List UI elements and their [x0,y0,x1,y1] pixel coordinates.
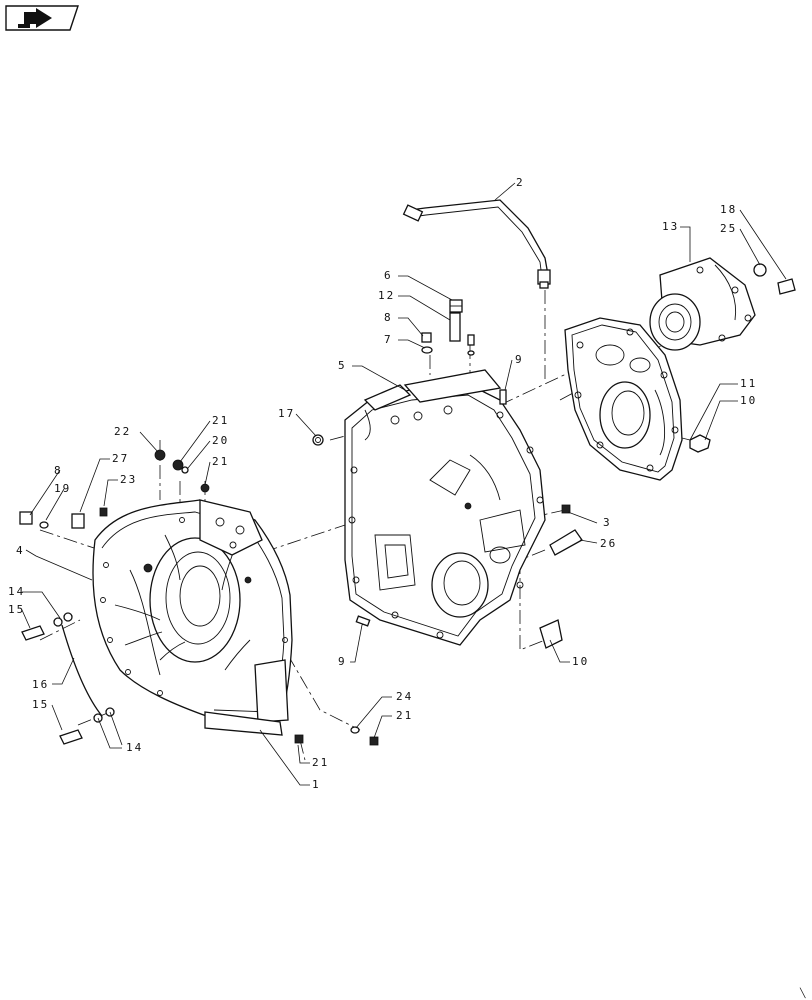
callout-16: 16 [32,678,49,691]
front-housing [92,499,293,736]
callout-5: 5 [338,359,347,372]
callout-19: 19 [54,482,71,495]
next-page-button[interactable] [5,5,79,31]
cylinder-housing [649,257,756,351]
callout-24: 24 [396,690,413,703]
callout-26: 26 [600,537,617,550]
next-page-arrow-icon [18,8,52,28]
callout-14-bottom: 14 [126,741,143,754]
callout-21-a: 21 [212,414,229,427]
callout-17: 17 [278,407,295,420]
hardware [19,263,796,746]
callout-22: 22 [114,425,131,438]
callout-3: 3 [603,516,612,529]
callout-15-bottom: 15 [32,698,49,711]
callout-9-bottom: 9 [338,655,347,668]
callout-11: 11 [740,377,757,390]
callout-2: 2 [516,176,525,189]
callout-labels: 2 13 18 25 6 12 8 7 5 9 11 10 17 22 21 2… [8,176,757,791]
corner-mark: ╲ [799,987,807,999]
callout-1: 1 [312,778,321,791]
callout-12: 12 [378,289,395,302]
callout-15-top: 15 [8,603,25,616]
callout-7: 7 [384,333,393,346]
callout-13: 13 [662,220,679,233]
center-housing [344,369,546,646]
callout-18: 18 [720,203,737,216]
callout-21-d: 21 [312,756,329,769]
callout-10-right: 10 [740,394,757,407]
callout-20: 20 [212,434,229,447]
callout-8-left: 8 [54,464,63,477]
leader-lines [21,182,787,786]
callout-14-top: 14 [8,585,25,598]
callout-23: 23 [120,473,137,486]
callout-6: 6 [384,269,393,282]
callout-27: 27 [112,452,129,465]
rear-cover [564,317,683,481]
callout-21-c: 21 [396,709,413,722]
oil-tube [402,199,551,289]
callout-21-b: 21 [212,455,229,468]
callout-10-bottom: 10 [572,655,589,668]
callout-25: 25 [720,222,737,235]
callout-8-top: 8 [384,311,393,324]
callout-9-top: 9 [515,353,524,366]
callout-4: 4 [16,544,25,557]
